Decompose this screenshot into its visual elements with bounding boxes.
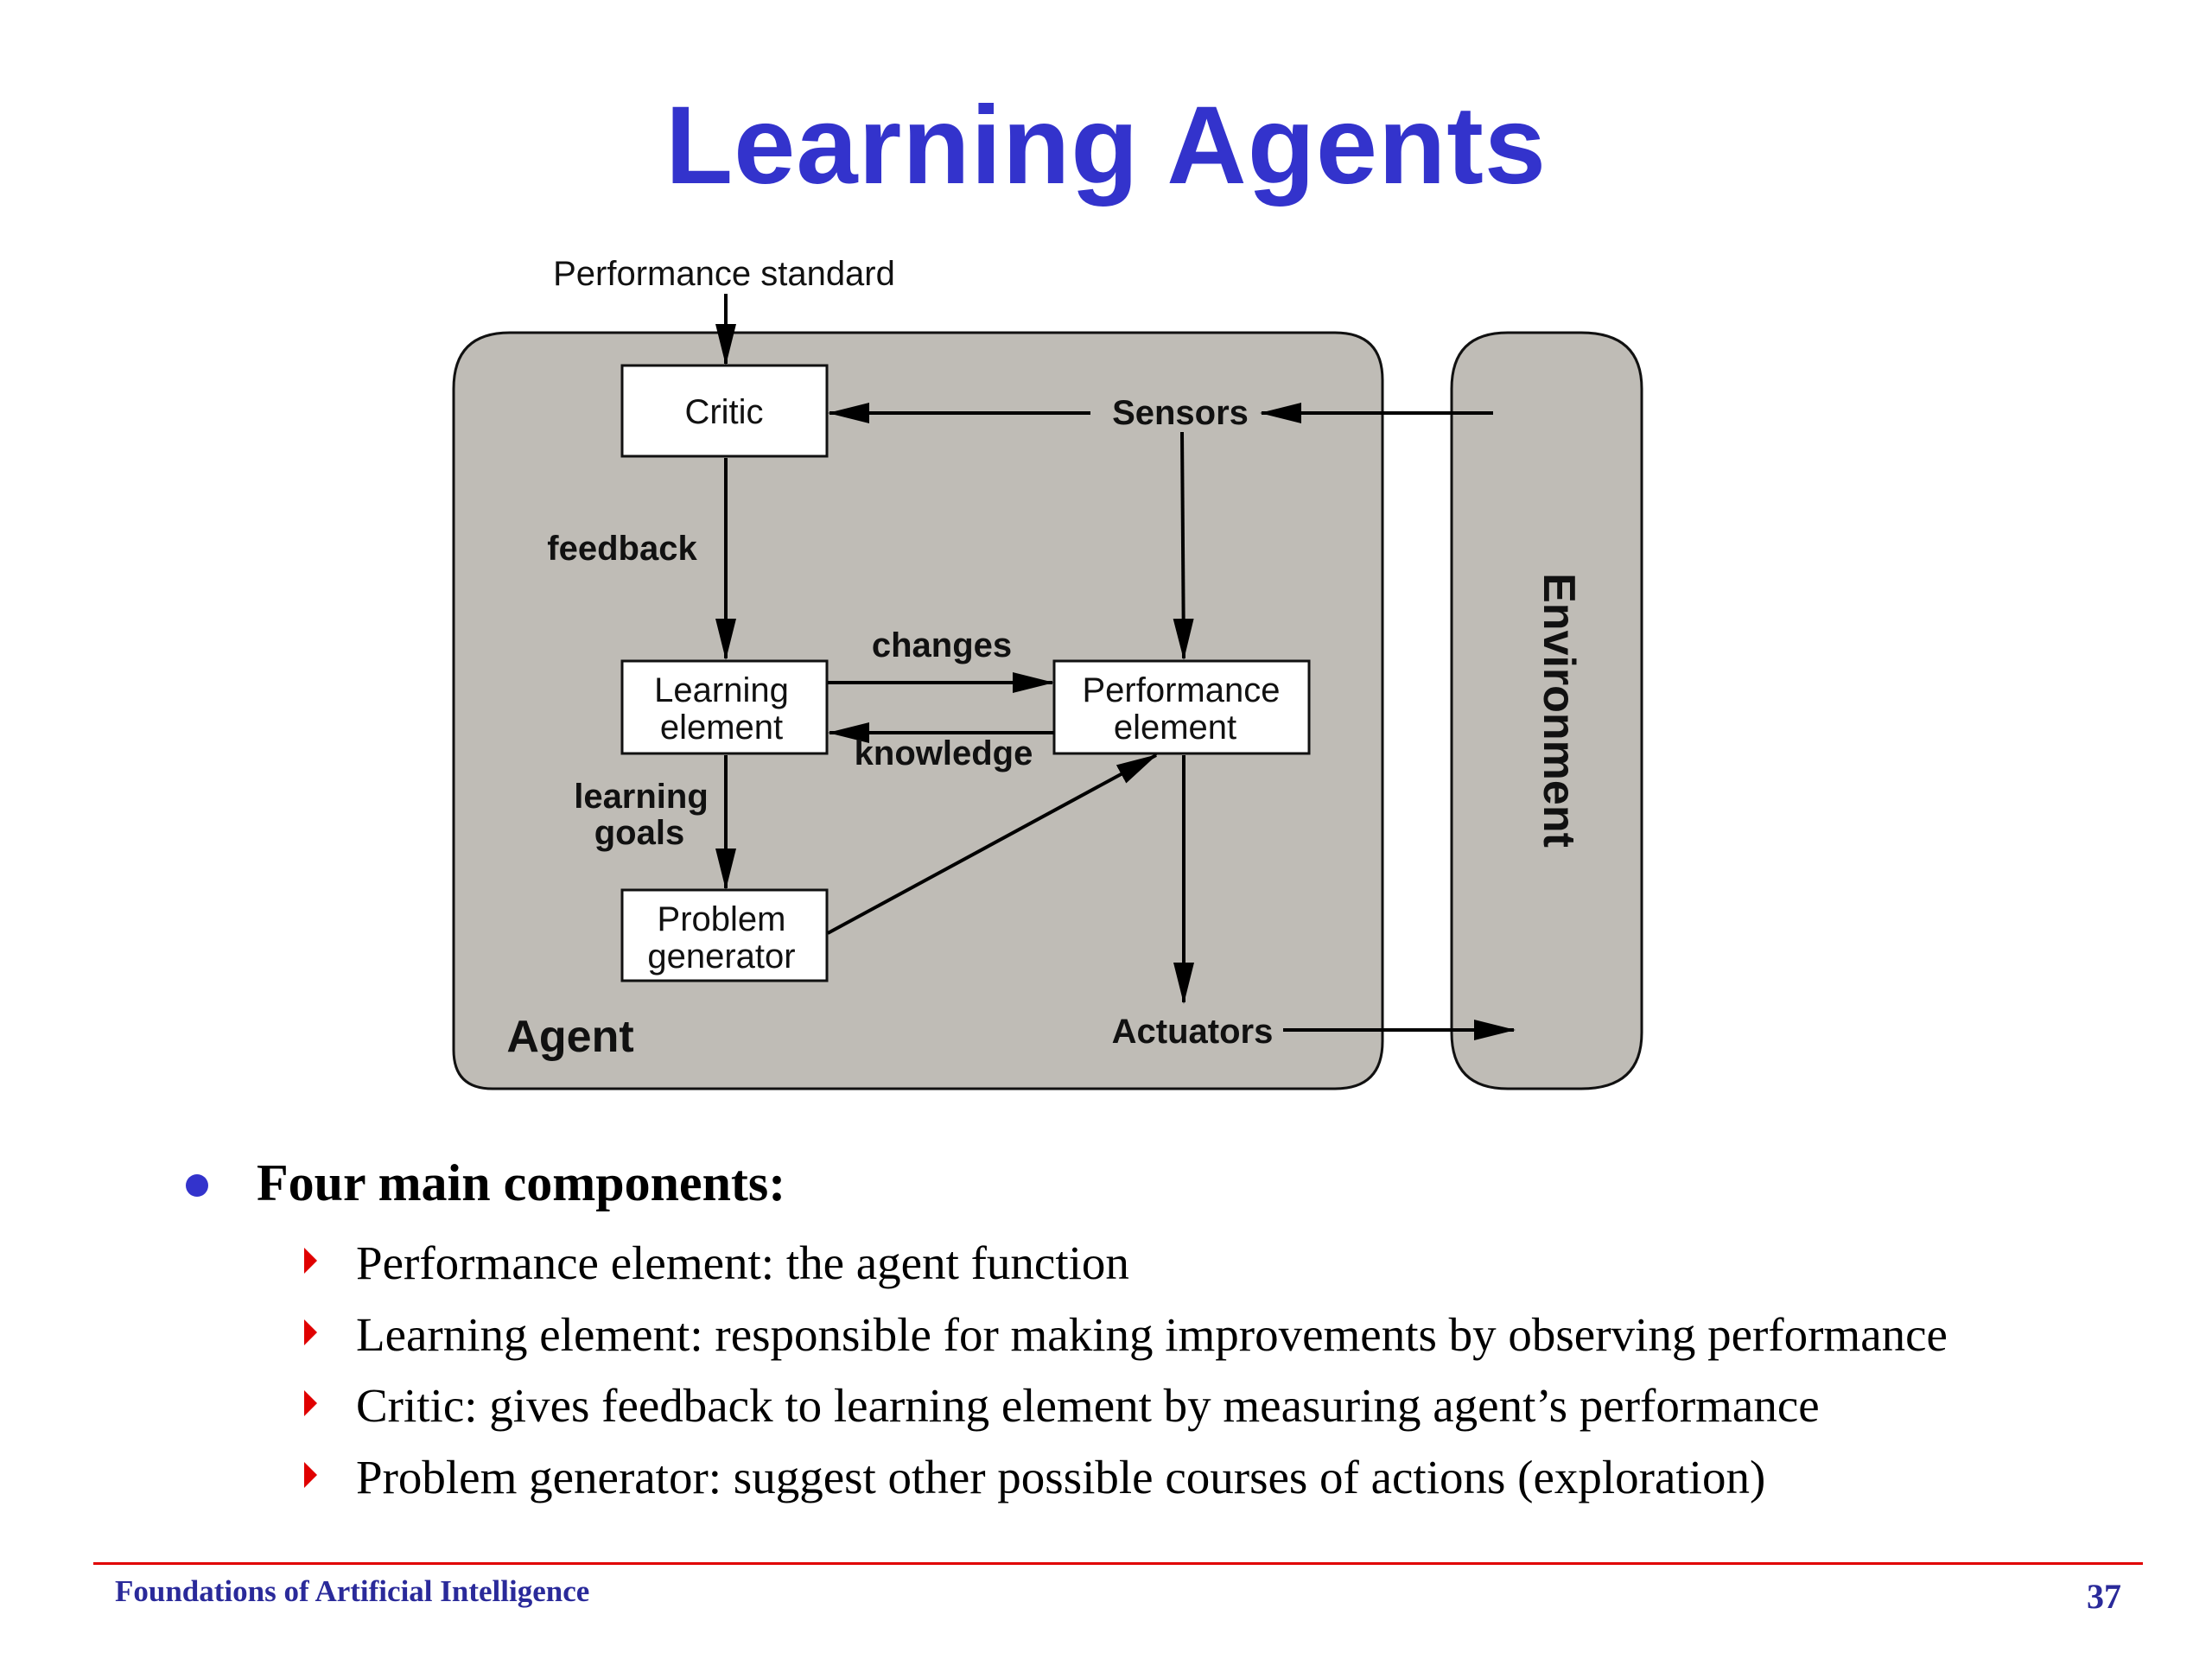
- sub-bullet-text: Critic: gives feedback to learning eleme…: [356, 1379, 1820, 1432]
- sensors-label: Sensors: [1112, 394, 1249, 432]
- main-bullet-text: Four main components:: [257, 1154, 786, 1211]
- learning-goals-label-line1: learning: [574, 778, 709, 816]
- learning-element-box: [620, 659, 829, 755]
- arrow-problem-to-performance: [827, 753, 1158, 935]
- learning-element-label-line1: Learning: [654, 671, 789, 709]
- feedback-label: feedback: [547, 530, 697, 568]
- problem-generator-label-line2: generator: [647, 938, 795, 976]
- agent-label: Agent: [506, 1012, 633, 1062]
- bullet-list: Four main components: Performance elemen…: [186, 1154, 2173, 1521]
- bullet-arrow-icon: [304, 1319, 317, 1345]
- critic-box: [620, 364, 829, 458]
- performance-standard-label: Performance standard: [553, 255, 895, 293]
- knowledge-label: knowledge: [855, 734, 1033, 772]
- problem-generator-label-line1: Problem: [658, 900, 786, 938]
- sub-bullet-text: Performance element: the agent function: [356, 1236, 1129, 1289]
- sub-bullet-text: Problem generator: suggest other possibl…: [356, 1450, 1766, 1503]
- performance-element-label-line1: Performance: [1083, 671, 1281, 709]
- actuators-label: Actuators: [1112, 1013, 1274, 1051]
- performance-element-label-line2: element: [1114, 709, 1236, 747]
- sub-bullet: Learning element: responsible for making…: [186, 1307, 2173, 1379]
- page-number: 37: [2087, 1577, 2121, 1616]
- sub-bullet: Performance element: the agent function: [186, 1236, 2173, 1307]
- learning-element-label-line2: element: [660, 709, 783, 747]
- sub-bullet: Critic: gives feedback to learning eleme…: [186, 1378, 2173, 1450]
- environment-panel: [1450, 331, 1643, 1090]
- bullet-dot-icon: [186, 1174, 208, 1197]
- bullet-arrow-icon: [304, 1390, 317, 1416]
- bullet-arrow-icon: [304, 1248, 317, 1274]
- main-bullet: Four main components:: [186, 1154, 2173, 1236]
- arrow-sensors-to-performance: [1173, 431, 1194, 660]
- problem-generator-box: [620, 888, 829, 982]
- bullet-arrow-icon: [304, 1461, 317, 1488]
- environment-label: Environment: [1534, 573, 1584, 848]
- slide-title: Learning Agents: [664, 84, 1548, 207]
- footer-rule: [93, 1562, 2143, 1565]
- sub-bullet-text: Learning element: responsible for making…: [356, 1307, 1948, 1361]
- learning-goals-label-line2: goals: [594, 814, 684, 852]
- performance-element-box: [1052, 659, 1311, 755]
- critic-label: Critic: [684, 393, 763, 431]
- sub-bullet: Problem generator: suggest other possibl…: [186, 1450, 2173, 1522]
- footer-course-title: Foundations of Artificial Intelligence: [115, 1574, 590, 1608]
- changes-label: changes: [872, 626, 1012, 664]
